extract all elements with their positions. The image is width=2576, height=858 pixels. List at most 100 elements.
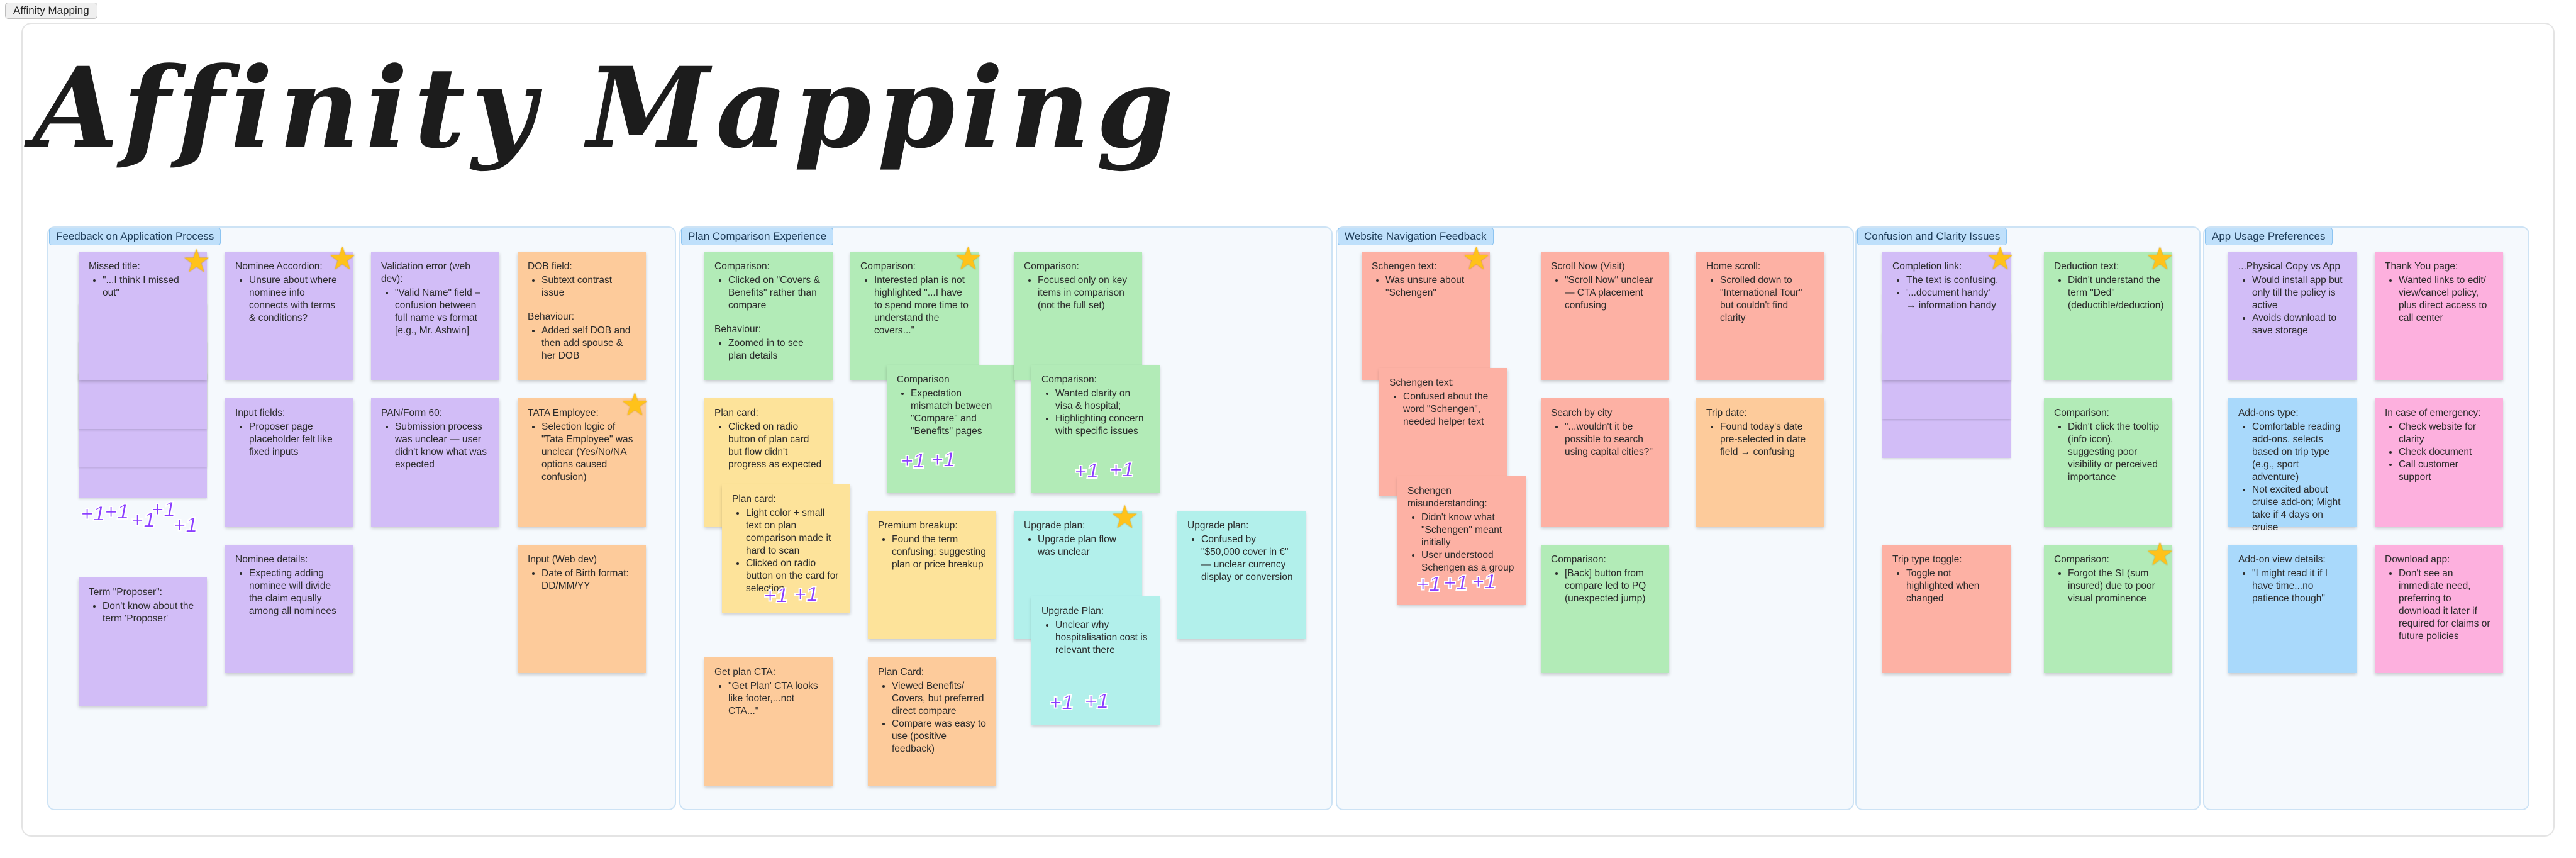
note-title: DOB field: [528,261,572,272]
sticky-note[interactable]: Add-on view details: "I might read it if… [2228,545,2357,673]
sticky-note[interactable]: Comparison: Clicked on "Covers & Benefit… [704,252,833,380]
note-title: PAN/Form 60: [381,408,443,418]
note-title: Missed title: [89,261,140,272]
note-title: Upgrade Plan: [1041,606,1104,616]
sticky-note[interactable]: Trip date: Found today's date pre-select… [1696,398,1824,526]
note-title: In case of emergency: [2385,408,2481,418]
sticky-note[interactable]: Upgrade Plan: Unclear why hospitalisatio… [1031,596,1160,725]
note-item: Call customer support [2399,459,2493,484]
plus-one-vote-icon: +1 [172,513,198,537]
note-title: Term "Proposer": [89,587,162,598]
sticky-note[interactable]: ...Physical Copy vs App Would install ap… [2228,252,2357,380]
plus-one-vote-icon: +1 [104,500,130,524]
note-title: Add-ons type: [2238,408,2299,418]
sticky-note[interactable]: Completion link: The text is confusing. … [1882,252,2011,380]
sticky-note[interactable]: Plan card: Light color + small text on p… [722,484,850,613]
note-item: "...I think I missed out" [103,274,197,299]
sticky-note[interactable]: Thank You page: Wanted links to edit/ vi… [2375,252,2503,380]
sticky-note[interactable]: Comparison: Interested plan is not highl… [850,252,979,380]
sticky-note[interactable]: Schengen text: Was unsure about "Schenge… [1362,252,1490,380]
sticky-note[interactable]: Plan Card: Viewed Benefits/ Covers, but … [868,657,996,786]
note-title: Comparison [897,374,950,385]
sticky-note[interactable]: Deduction text: Didn't understand the te… [2044,252,2172,380]
sticky-note[interactable]: Premium breakup: Found the term confusin… [868,511,996,639]
note-title: Thank You page: [2385,261,2458,272]
note-title: Comparison: [860,261,916,272]
note-item: Highlighting concern with specific issue… [1055,413,1150,438]
star-icon: ★ [2146,537,2174,572]
note-title: Input (Web dev) [528,554,597,565]
note-title: Validation error (web dev): [381,261,470,284]
sticky-note[interactable]: Download app: Don't see an immediate nee… [2375,545,2503,673]
sticky-note[interactable]: Validation error (web dev): "Valid Name"… [371,252,499,380]
sticky-note[interactable]: Search by city "...wouldn't it be possib… [1541,398,1669,526]
note-title: Comparison: [1551,554,1606,565]
sticky-note[interactable]: Nominee details: Expecting adding nomine… [225,545,353,673]
board-tab[interactable]: Affinity Mapping [5,3,97,19]
note-item: Added self DOB and then add spouse & her… [541,325,636,362]
note-title: Upgrade plan: [1024,520,1085,531]
sticky-note[interactable]: Trip type toggle: Toggle not highlighted… [1882,545,2011,673]
note-item: Toggle not highlighted when changed [1906,567,2001,605]
note-item: Avoids download to save storage [2252,312,2346,337]
note-title: Comparison: [2054,408,2109,418]
plus-one-vote-icon: +1 [1416,572,1441,596]
note-title: ...Physical Copy vs App [2238,261,2340,272]
note-item: Proposer page placeholder felt like fixe… [249,421,343,459]
note-item: Light color + small text on plan compari… [746,507,840,557]
note-title: Comparison: [714,261,770,272]
star-icon: ★ [1986,241,2014,276]
sticky-note[interactable]: Comparison: [Back] button from compare l… [1541,545,1669,673]
note-item: "I might read it if I have time...no pat… [2252,567,2346,605]
sticky-note[interactable]: Term "Proposer": Don't know about the te… [79,577,207,706]
plus-one-vote-icon: +1 [1109,458,1135,482]
note-item: Would install app but only till the poli… [2252,274,2346,312]
plus-one-vote-icon: +1 [930,448,956,472]
sticky-note[interactable]: Nominee Accordion: Unsure about where no… [225,252,353,380]
sticky-note[interactable]: TATA Employee: Selection logic of "Tata … [518,398,646,526]
sticky-note[interactable]: Scroll Now (Visit) "Scroll Now" unclear … [1541,252,1669,380]
note-item: "Scroll Now" unclear — CTA placement con… [1565,274,1659,312]
note-item: Check website for clarity [2399,421,2493,446]
sticky-note[interactable]: Schengen text: Confused about the word "… [1379,368,1507,496]
note-title: Plan card: [714,408,758,418]
section-label-application-process: Feedback on Application Process [49,228,221,245]
sticky-note[interactable]: Home scroll: Scrolled down to "Internati… [1696,252,1824,380]
note-item: "...wouldn't it be possible to search us… [1565,421,1659,459]
note-item: Focused only on key items in comparison … [1038,274,1132,312]
note-item: Wanted links to edit/ view/cancel policy… [2399,274,2493,325]
star-icon: ★ [2146,241,2174,276]
sticky-note[interactable]: PAN/Form 60: Submission process was uncl… [371,398,499,526]
sticky-note[interactable]: In case of emergency: Check website for … [2375,398,2503,526]
note-item: Check document [2399,446,2493,459]
note-title: Premium breakup: [878,520,958,531]
note-title: Input fields: [235,408,286,418]
note-item: Unsure about where nominee info connects… [249,274,343,325]
note-item: Don't see an immediate need, preferring … [2399,567,2493,643]
plus-one-vote-icon: +1 [1443,571,1468,595]
note-title: Comparison: [2054,554,2109,565]
sticky-note[interactable]: Get plan CTA: "Get Plan' CTA looks like … [704,657,833,786]
sticky-note[interactable]: DOB field: Subtext contrast issue Behavi… [518,252,646,380]
sticky-note[interactable]: Missed title: "...I think I missed out" [79,252,207,380]
sticky-note[interactable]: Input (Web dev) Date of Birth format: DD… [518,545,646,673]
note-item: Unclear why hospitalisation cost is rele… [1055,619,1150,657]
sticky-note[interactable]: Comparison: Wanted clarity on visa & hos… [1031,365,1160,493]
plus-one-vote-icon: +1 [150,498,176,521]
note-item: Didn't understand the term "Ded" (deduct… [2068,274,2164,312]
note-title: Search by city [1551,408,1613,418]
sticky-note[interactable]: Schengen misunderstanding: Didn't know w… [1397,476,1526,604]
sticky-note[interactable]: Comparison: Didn't click the tooltip (in… [2044,398,2172,526]
note-item: Interested plan is not highlighted "...I… [874,274,969,337]
sticky-note[interactable]: Comparison: Focused only on key items in… [1014,252,1142,380]
sticky-note[interactable]: Upgrade plan: Confused by "$50,000 cover… [1177,511,1306,639]
sticky-note[interactable]: Input fields: Proposer page placeholder … [225,398,353,526]
sticky-note[interactable]: Add-ons type: Comfortable reading add-on… [2228,398,2357,533]
sticky-note[interactable]: Comparison: Forgot the SI (sum insured) … [2044,545,2172,673]
note-item: Selection logic of "Tata Employee" was u… [541,421,636,484]
note-item: "Valid Name" field – confusion between f… [395,287,489,337]
sticky-note[interactable]: Comparison Expectation mismatch between … [887,365,1015,493]
note-item: Didn't know what "Schengen" meant initia… [1421,511,1516,549]
note-item: Viewed Benefits/ Covers, but preferred d… [892,680,986,718]
note-title: Plan card: [732,494,776,504]
